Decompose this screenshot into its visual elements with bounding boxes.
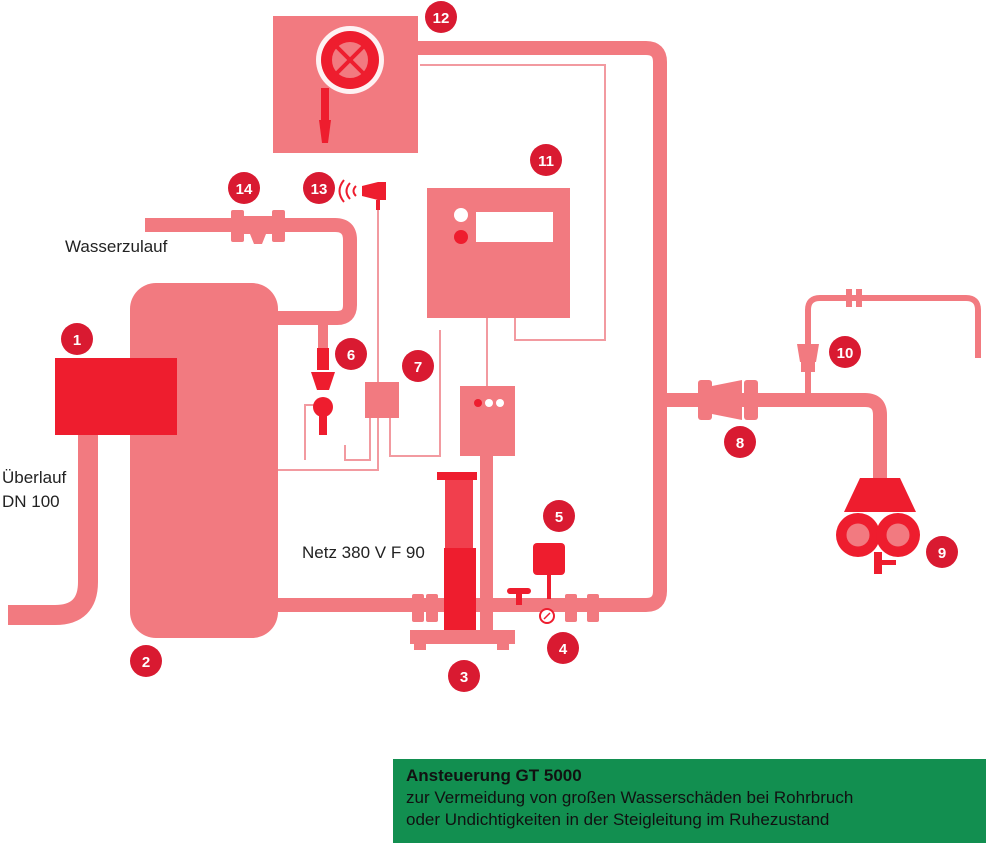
water-inlet-label: Wasserzulauf [65,237,168,256]
check-valve [698,380,758,420]
svg-text:13: 13 [311,181,328,198]
drain-pipe [805,295,981,400]
main-line-flanges [412,594,599,622]
svg-text:2: 2 [142,654,150,671]
badge-5: 5 [543,500,575,532]
svg-text:1: 1 [73,332,81,349]
badge-2: 2 [130,645,162,677]
right-branch-pipe [660,393,887,480]
svg-text:5: 5 [555,509,563,526]
inlet-pipe [145,218,357,325]
alarm-light [454,230,468,244]
pressure-gauge [539,608,555,624]
svg-text:4: 4 [559,641,568,658]
badge-13: 13 [303,172,335,204]
storage-tank [130,283,278,638]
inlet-strainer [231,210,285,244]
caption-title: Ansteuerung GT 5000 [406,766,582,785]
indicator-light-icon [454,208,468,222]
fire-brigade-inlet [836,478,920,574]
badge-10: 10 [829,336,861,368]
svg-text:14: 14 [236,181,253,198]
svg-text:6: 6 [347,347,355,364]
expansion-tank [533,543,565,599]
svg-text:8: 8 [736,435,744,452]
mains-label: Netz 380 V F 90 [302,543,425,562]
badge-8: 8 [724,426,756,458]
svg-text:7: 7 [414,359,422,376]
badge-4: 4 [547,632,579,664]
badge-6: 6 [335,338,367,370]
badge-1: 1 [61,323,93,355]
overflow-label: Überlauf [2,468,67,487]
svg-text:11: 11 [538,153,554,170]
badge-11: 11 [530,144,562,176]
branch-pipe [318,318,328,348]
svg-text:10: 10 [837,345,854,362]
control-cabinet [427,188,570,318]
number-badges: 1 2 3 4 5 6 7 8 9 10 11 12 13 14 [61,1,958,692]
signal-lines [278,64,606,471]
display-panel [476,212,553,242]
hose-reel-icon [316,26,384,143]
relay-box [365,382,399,418]
caption-box: Ansteuerung GT 5000 zur Vermeidung von g… [393,759,986,843]
svg-text:9: 9 [938,545,946,562]
pump-unit [410,386,515,650]
overflow-size-label: DN 100 [2,492,60,511]
badge-14: 14 [228,172,260,204]
badge-7: 7 [402,350,434,382]
svg-text:3: 3 [460,669,468,686]
badge-12: 12 [425,1,457,33]
overflow-pipe [8,380,98,625]
solenoid-valve [311,348,335,435]
caption-line-1: zur Vermeidung von großen Wasserschäden … [406,788,854,807]
overflow-box [55,358,177,435]
main-line [278,41,667,612]
shutoff-valve [507,588,531,605]
badge-3: 3 [448,660,480,692]
speaker-icon [338,179,386,210]
svg-text:12: 12 [433,10,450,27]
drain-coupling [846,289,862,307]
vent-valve [797,344,819,372]
badge-9: 9 [926,536,958,568]
caption-line-2: oder Undichtigkeiten in der Steigleitung… [406,810,830,829]
